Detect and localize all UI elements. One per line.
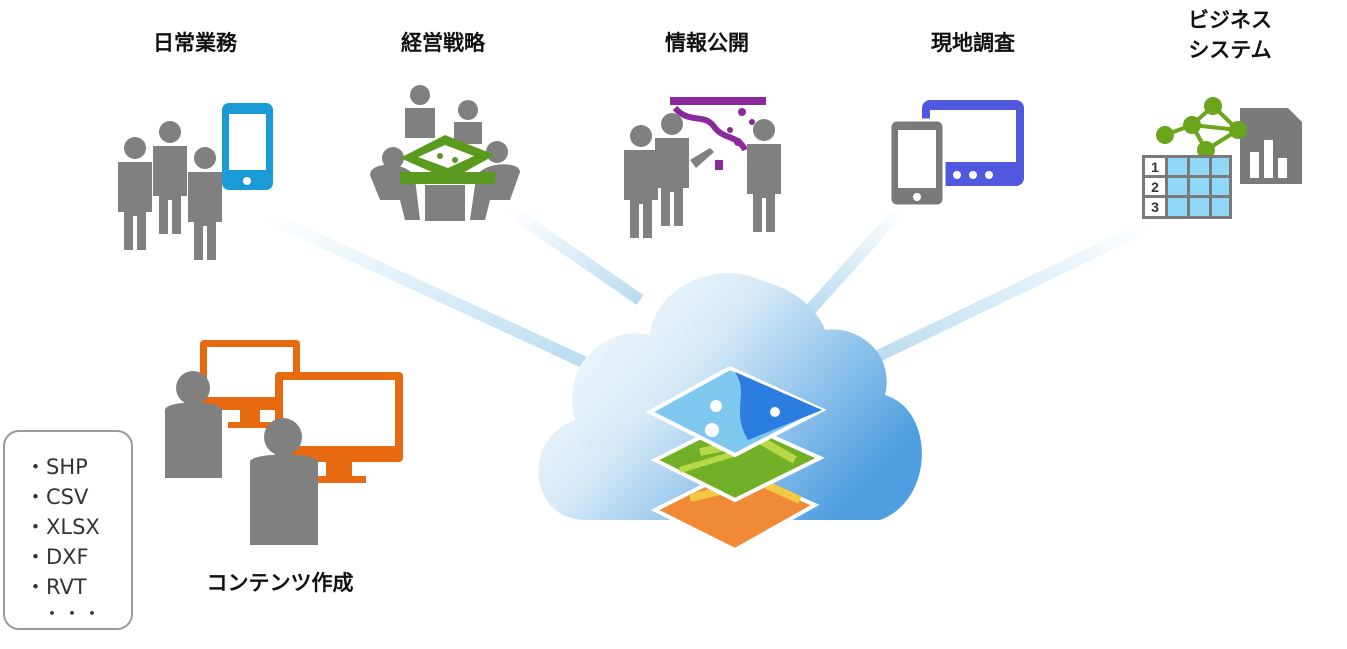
label-content-creation: コンテンツ作成 [206,571,354,595]
format-item-csv: CSV [25,482,131,512]
data-table-icon: 1 2 3 [1142,155,1232,219]
label-business-system-line2: システム [1188,38,1272,62]
presentation-icon [624,97,781,238]
content-creation-icon [165,340,403,545]
label-daily-work: 日常業務 [153,31,237,55]
file-formats-list: SHP CSV XLSX DXF RVT [5,432,131,602]
format-item-xlsx: XLSX [25,512,131,542]
label-management-strategy: 経営戦略 [401,31,485,55]
report-chart-icon [1240,108,1302,184]
file-formats-box: SHP CSV XLSX DXF RVT ・・・ [3,430,133,630]
field-devices-icon [888,100,1024,208]
table-number-3: 3 [1151,199,1159,215]
connector-strategy [506,205,644,305]
network-graph-icon [1156,97,1247,159]
connector-business [867,219,1153,366]
format-item-rvt: RVT [25,572,131,602]
meeting-icon [370,85,520,221]
label-business-system: ビジネス システム [1155,5,1305,65]
format-item-shp: SHP [25,452,131,482]
connector-lines [262,205,1153,442]
monitor-icon [275,372,403,483]
format-more-ellipsis: ・・・ [43,604,103,625]
connector-daily [262,209,593,371]
connector-field [805,205,905,315]
label-information-disclosure: 情報公開 [665,31,749,55]
business-systems-icon: 1 2 3 [1142,97,1302,219]
table-number-1: 1 [1151,159,1159,175]
daily-work-icon [118,103,273,260]
label-business-system-line1: ビジネス [1188,8,1272,32]
label-field-survey: 現地調査 [931,31,1015,55]
table-number-2: 2 [1151,179,1159,195]
map-layers-icon [645,365,827,553]
format-item-dxf: DXF [25,542,131,572]
